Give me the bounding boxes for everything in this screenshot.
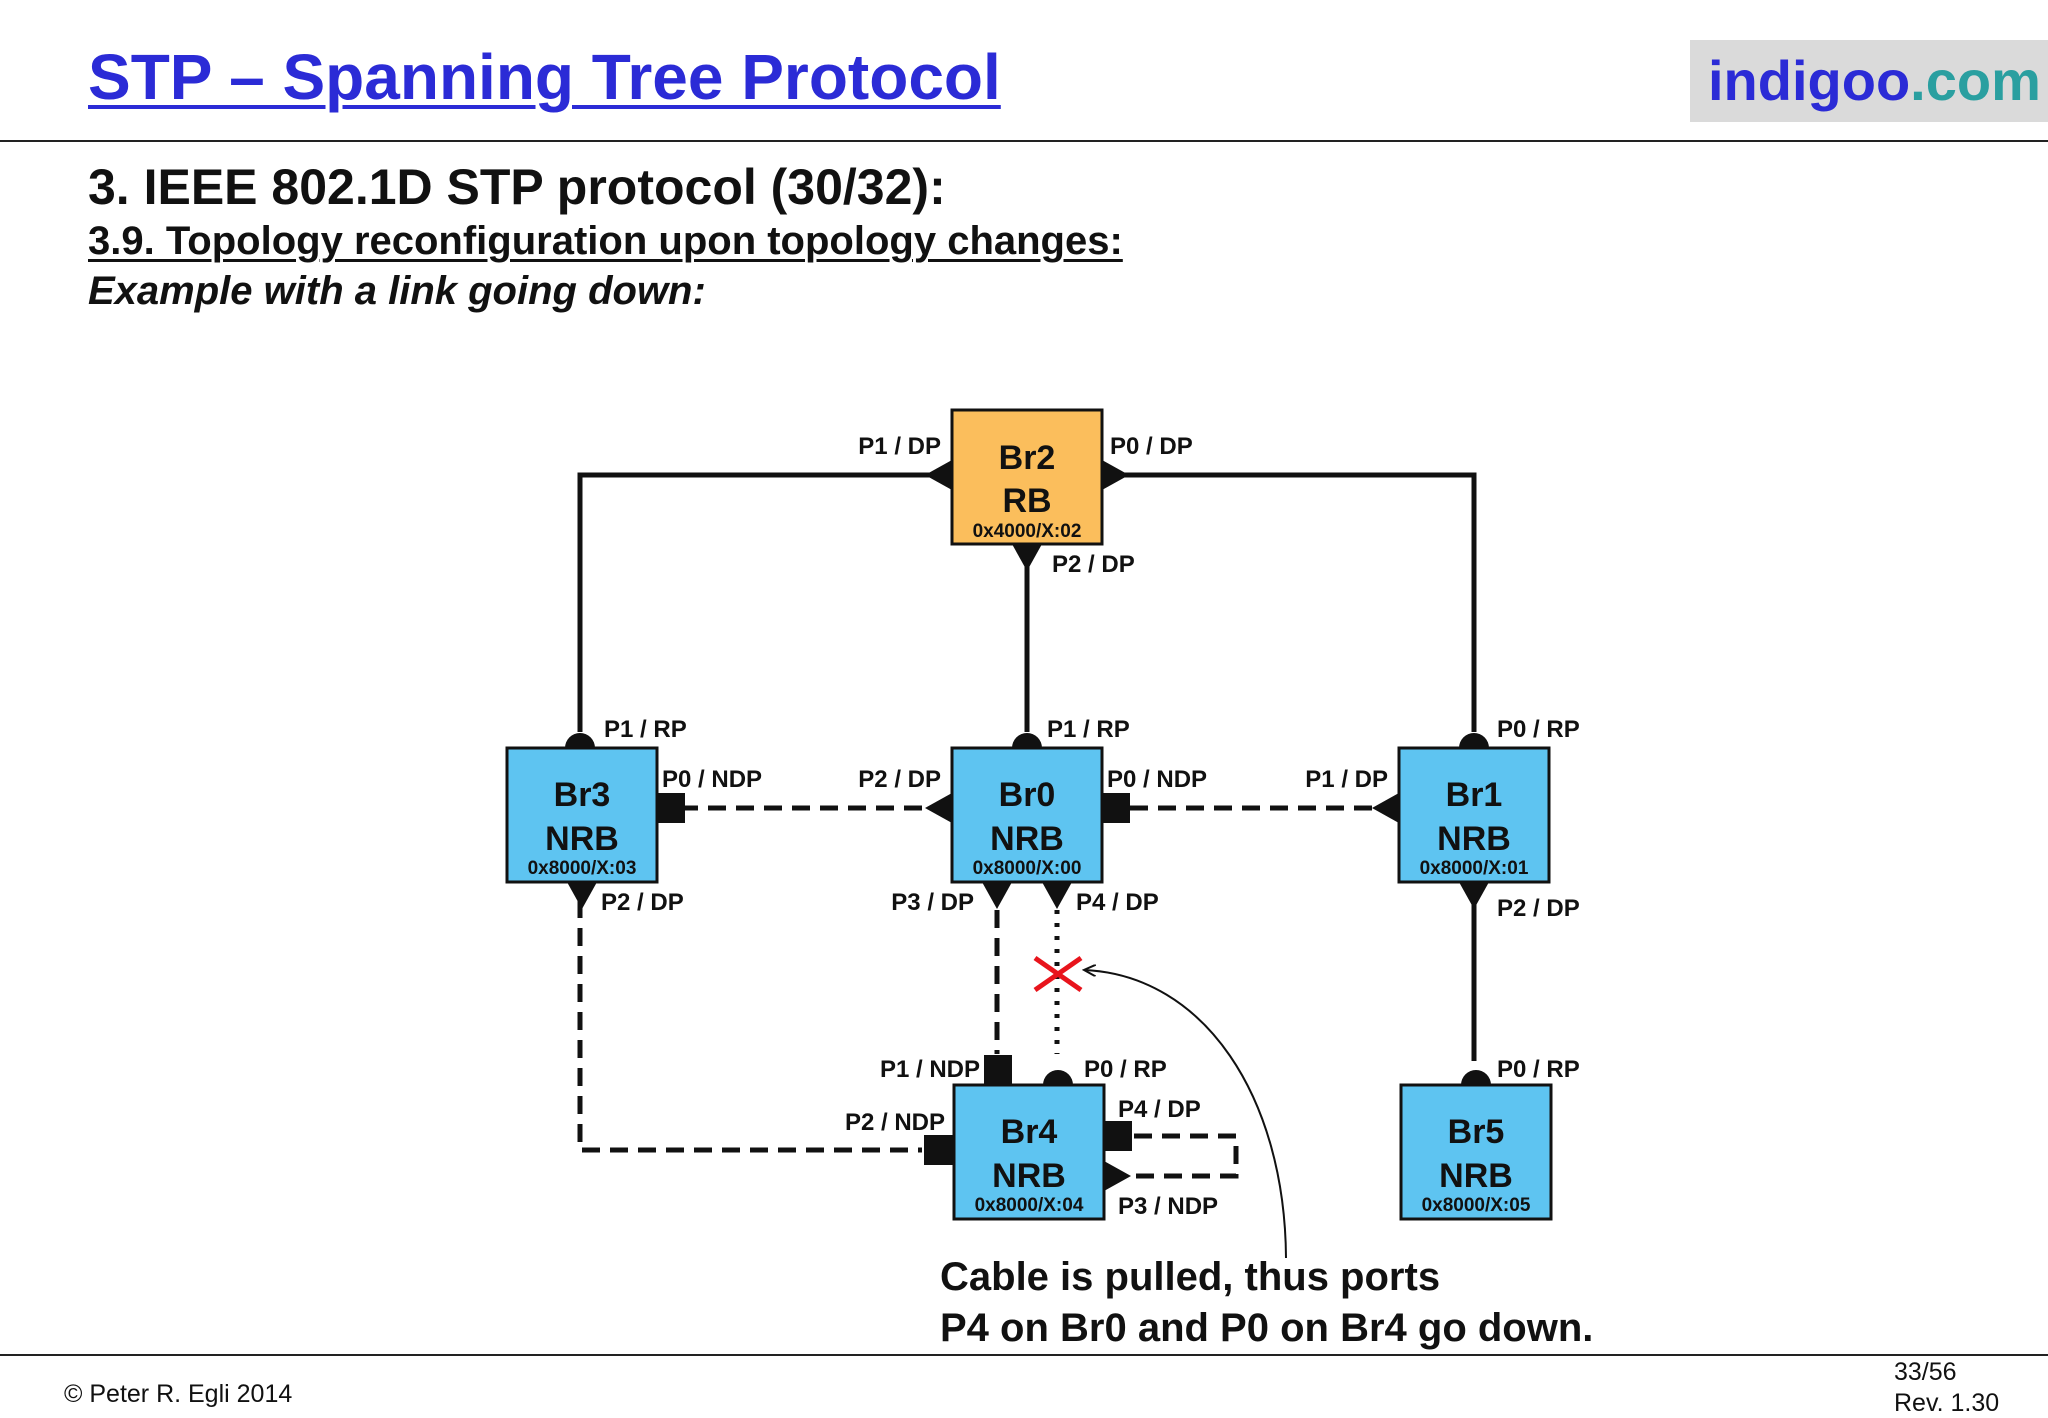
bridge-br4-id: Br4 bbox=[1001, 1113, 1058, 1151]
br4-p1-label: P1 / NDP bbox=[880, 1056, 980, 1083]
bridge-br5-role: NRB bbox=[1439, 1157, 1513, 1195]
br4-p4-label: P4 / DP bbox=[1118, 1096, 1201, 1123]
link-br2-br3 bbox=[577, 472, 932, 732]
br4-p2-blocked-marker bbox=[924, 1135, 954, 1165]
br1-p2-designated-marker bbox=[1459, 882, 1489, 909]
br3-p1-label: P1 / RP bbox=[604, 716, 687, 743]
bridge-br3-bridge-id: 0x8000/X:03 bbox=[528, 858, 637, 879]
bridge-br4-bridge-id: 0x8000/X:04 bbox=[975, 1195, 1084, 1216]
br0-p3-label: P3 / DP bbox=[891, 889, 974, 916]
bridge-br0-role: NRB bbox=[990, 820, 1064, 858]
br0-p4-designated-marker bbox=[1042, 882, 1072, 909]
br4-p0-label: P0 / RP bbox=[1084, 1056, 1167, 1083]
bridge-br1-role: NRB bbox=[1437, 820, 1511, 858]
br0-p2-label: P2 / DP bbox=[858, 766, 941, 793]
br2-p1-designated-marker bbox=[925, 460, 952, 490]
slide-title: STP – Spanning Tree Protocol bbox=[88, 41, 1001, 113]
br1-p0-label: P0 / RP bbox=[1497, 716, 1580, 743]
port-labels: P1 / DP P0 / DP P2 / DP P1 / RP P0 / NDP… bbox=[601, 433, 1580, 1220]
br4-p2-label: P2 / NDP bbox=[845, 1109, 945, 1136]
br5-p0-root-marker bbox=[1461, 1070, 1491, 1085]
links bbox=[577, 472, 1477, 1179]
bridge-br2: Br2 RB 0x4000/X:02 bbox=[950, 408, 1104, 546]
annotation-line-1: Cable is pulled, thus ports bbox=[940, 1255, 1441, 1299]
brand-logo: indigoo.com bbox=[1690, 40, 2048, 122]
bridge-br5: Br5 NRB 0x8000/X:05 bbox=[1399, 1083, 1553, 1221]
br4-p0-root-marker bbox=[1043, 1070, 1073, 1085]
link-br3-br4 bbox=[577, 900, 922, 1153]
page-number: 33/56 bbox=[1894, 1358, 1957, 1386]
annotation-arrow bbox=[1084, 970, 1287, 1259]
br2-p2-label: P2 / DP bbox=[1052, 551, 1135, 578]
br1-p2-label: P2 / DP bbox=[1497, 895, 1580, 922]
bridge-br1-id: Br1 bbox=[1446, 776, 1503, 814]
bridge-br0-bridge-id: 0x8000/X:00 bbox=[973, 858, 1082, 879]
br0-p2-designated-marker bbox=[925, 793, 952, 823]
link-failure-mark bbox=[1033, 955, 1083, 993]
br3-p0-label: P0 / NDP bbox=[662, 766, 762, 793]
br0-p0-label: P0 / NDP bbox=[1107, 766, 1207, 793]
br3-p2-label: P2 / DP bbox=[601, 889, 684, 916]
bridge-br0-id: Br0 bbox=[999, 776, 1056, 814]
br4-p1-blocked-marker bbox=[984, 1055, 1012, 1085]
br5-p0-label: P0 / RP bbox=[1497, 1056, 1580, 1083]
bridge-br2-role: RB bbox=[1002, 482, 1051, 520]
bridge-br2-bridge-id: 0x4000/X:02 bbox=[973, 521, 1082, 542]
header-divider bbox=[0, 140, 2048, 142]
bridge-br0: Br0 NRB 0x8000/X:00 bbox=[950, 746, 1104, 884]
annotation-line-2: P4 on Br0 and P0 on Br4 go down. bbox=[940, 1306, 1594, 1350]
bridge-br5-id: Br5 bbox=[1448, 1113, 1505, 1151]
br4-p3-port-marker bbox=[1104, 1161, 1131, 1191]
br2-p0-designated-marker bbox=[1102, 460, 1129, 490]
annotation-note: Cable is pulled, thus ports P4 on Br0 an… bbox=[940, 1252, 1593, 1354]
br4-p4-designated-marker bbox=[1104, 1121, 1132, 1151]
br0-p1-label: P1 / RP bbox=[1047, 716, 1130, 743]
revision: Rev. 1.30 bbox=[1894, 1389, 2000, 1417]
br2-p2-designated-marker bbox=[1012, 544, 1042, 571]
bridge-br5-bridge-id: 0x8000/X:05 bbox=[1422, 1195, 1531, 1216]
link-br2-br1 bbox=[1122, 472, 1477, 732]
section-heading: 3. IEEE 802.1D STP protocol (30/32): bbox=[88, 159, 946, 215]
example-caption: Example with a link going down: bbox=[88, 269, 706, 313]
br3-p2-designated-marker bbox=[567, 882, 597, 909]
port-symbols bbox=[565, 460, 1491, 1191]
bridge-br1-bridge-id: 0x8000/X:01 bbox=[1420, 858, 1529, 879]
bridge-br4: Br4 NRB 0x8000/X:04 bbox=[952, 1083, 1106, 1221]
br4-p3-label: P3 / NDP bbox=[1118, 1193, 1218, 1220]
bridge-br3: Br3 NRB 0x8000/X:03 bbox=[505, 746, 659, 884]
br1-p1-designated-marker bbox=[1372, 793, 1399, 823]
bridge-br1: Br1 NRB 0x8000/X:01 bbox=[1397, 746, 1551, 884]
br0-p0-blocked-marker bbox=[1102, 793, 1130, 823]
br0-p4-label: P4 / DP bbox=[1076, 889, 1159, 916]
br3-p1-root-marker bbox=[565, 733, 595, 748]
link-br4-loop bbox=[1134, 1133, 1239, 1179]
copyright: © Peter R. Egli 2014 bbox=[64, 1380, 293, 1408]
br1-p1-label: P1 / DP bbox=[1305, 766, 1388, 793]
bridge-br4-role: NRB bbox=[992, 1157, 1066, 1195]
brand-tld: .com bbox=[1910, 49, 2041, 112]
section-subheading: 3.9. Topology reconfiguration upon topol… bbox=[88, 219, 1123, 263]
footer-divider bbox=[0, 1354, 2048, 1356]
bridge-br3-id: Br3 bbox=[554, 776, 611, 814]
br1-p0-root-marker bbox=[1459, 733, 1489, 748]
brand-name: indigoo bbox=[1708, 49, 1911, 112]
bridge-br2-id: Br2 bbox=[999, 439, 1056, 477]
br3-p0-blocked-marker bbox=[657, 793, 685, 823]
bridge-br3-role: NRB bbox=[545, 820, 619, 858]
br2-p0-label: P0 / DP bbox=[1110, 433, 1193, 460]
br2-p1-label: P1 / DP bbox=[858, 433, 941, 460]
br0-p3-designated-marker bbox=[982, 882, 1012, 909]
br0-p1-root-marker bbox=[1012, 733, 1042, 748]
